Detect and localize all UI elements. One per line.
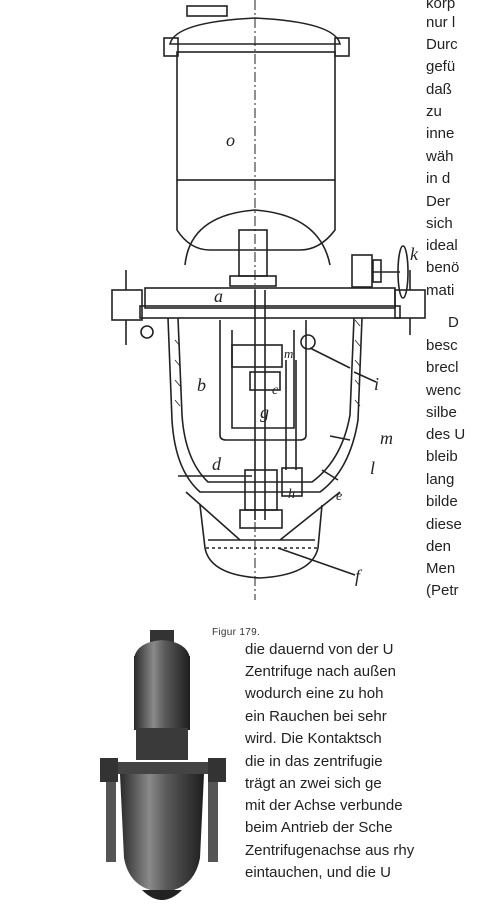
text-line: D [448,314,459,331]
text-line: beim Antrieb der Sche [245,819,393,836]
cylinder-body [176,51,336,181]
top-handle [186,5,228,17]
text-line: den [426,538,452,555]
text-line: körp [426,0,456,12]
figure-caption: Figur 179. [212,627,261,638]
label-b: b [197,375,206,395]
text-line: bleib [426,448,458,465]
text-line: brecl [426,359,459,376]
label-d: d [212,454,222,474]
text-line: mati [426,282,455,299]
text-line: wodurch eine zu hoh [245,685,384,702]
text-line: diese [426,516,462,533]
label-i: i [374,374,379,394]
text-line: eintauchen, und die U [245,864,391,881]
outer-bowl [167,317,363,493]
text-line: lang [426,471,455,488]
text-line: Der [426,193,451,210]
label-h: h [288,487,295,502]
text-line: Durc [426,36,458,53]
text-line: (Petr [426,582,459,599]
text-line: in d [426,170,451,187]
text-line: Zentrifuge nach außen [245,663,396,680]
text-line: wird. Die Kontaktsch [245,730,382,747]
flange-plate [144,287,396,309]
text-line: mit der Achse verbunde [245,797,403,814]
label-e: e [336,489,342,504]
label-g: g [260,402,269,422]
text-line: die dauernd von der U [245,641,394,658]
text-line: des U [426,426,466,443]
text-line: benö [426,259,460,276]
technical-drawing: o k a m i b c g m d l h e f [111,0,426,600]
label-o: o [226,130,235,150]
text-line: besc [426,337,458,354]
text-line: Men [426,560,456,577]
text-line: die in das zentrifugie [245,753,383,770]
text-line: bilde [426,493,458,510]
text-line: gefü [426,58,456,75]
label-f: f [355,566,363,586]
label-c: c [272,383,279,398]
text-line: sich [426,215,453,232]
text-line: nur l [426,14,456,31]
apparatus-photo [100,630,226,900]
text-line: inne [426,125,455,142]
text-line: trägt an zwei sich ge [245,775,382,792]
text-line: wäh [426,148,454,165]
label-a: a [214,286,223,306]
label-k: k [410,244,419,264]
text-line: Zentrifugenachse aus rhy [245,842,415,859]
label-m: m [380,428,393,448]
text-line: zu [426,103,442,120]
label-l: l [370,458,375,478]
text-line: ideal [426,237,458,254]
text-line: wenc [426,382,462,399]
text-line: silbe [426,404,457,421]
text-line: ein Rauchen bei sehr [245,708,387,725]
label-m-small: m [284,346,293,361]
text-line: daß [426,81,452,98]
